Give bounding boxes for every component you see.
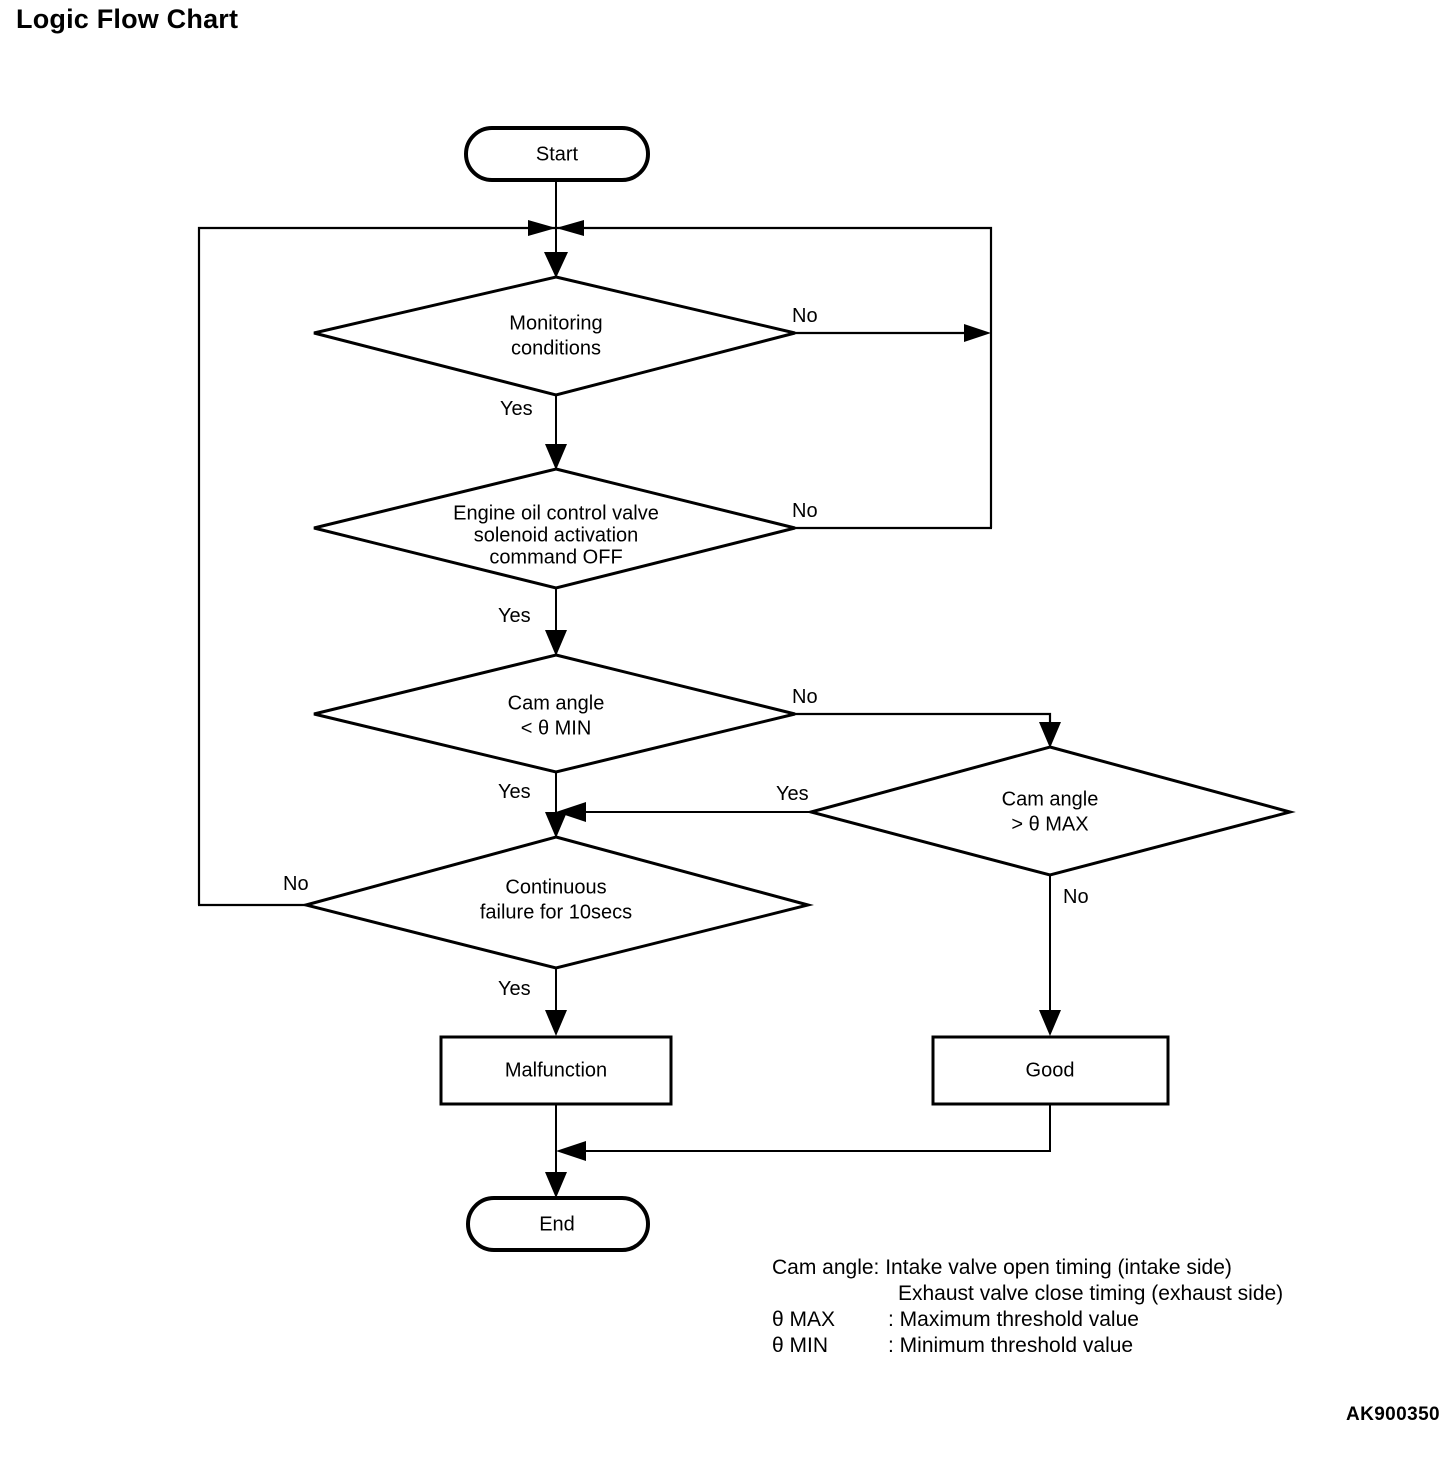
legend-theta-max-desc: : Maximum threshold value	[888, 1308, 1139, 1331]
node-end: End	[466, 1196, 650, 1252]
node-solenoid-line2: solenoid activation	[474, 524, 639, 546]
branch-label-cam-min-yes: Yes	[498, 781, 531, 803]
arrowhead-cam-min-no	[1039, 722, 1061, 748]
node-continuous-line1: Continuous	[505, 876, 606, 898]
arrowhead-monitoring-no	[964, 324, 991, 342]
arrowhead-continuous-yes	[545, 1010, 567, 1036]
logic-flow-chart-diagram: Start Monitoring conditions No Yes Engin…	[197, 126, 1296, 1357]
artwork-code: AK900350	[1345, 1404, 1440, 1425]
node-monitoring-line1: Monitoring	[509, 312, 602, 334]
legend-theta-min-desc: : Minimum threshold value	[888, 1334, 1133, 1357]
node-cam-angle-min: Cam angle < θ MIN	[313, 653, 796, 774]
arrowhead-end	[545, 1172, 567, 1198]
node-solenoid-line3: command OFF	[489, 546, 622, 568]
node-end-label: End	[539, 1213, 575, 1235]
node-cam-max-line2: > θ MAX	[1011, 813, 1088, 835]
node-good: Good	[931, 1035, 1170, 1106]
page-title: Logic Flow Chart	[16, 4, 239, 34]
node-solenoid-command-off: Engine oil control valve solenoid activa…	[313, 467, 796, 590]
arrowhead-left-rail	[528, 220, 556, 236]
branch-label-cam-min-no: No	[792, 686, 818, 708]
node-continuous-line2: failure for 10secs	[480, 901, 632, 923]
node-continuous-failure: Continuous failure for 10secs	[300, 835, 814, 970]
legend-theta-max-term: θ MAX	[772, 1308, 835, 1331]
node-cam-min-line1: Cam angle	[508, 692, 605, 714]
legend-line-1: Cam angle: Intake valve open timing (int…	[772, 1256, 1232, 1279]
legend-theta-min-term: θ MIN	[772, 1334, 828, 1357]
arrowhead-solenoid-yes	[545, 630, 567, 656]
node-good-label: Good	[1026, 1059, 1075, 1081]
legend: Cam angle: Intake valve open timing (int…	[772, 1256, 1283, 1357]
branch-label-cam-max-yes: Yes	[776, 783, 809, 805]
arrowhead-monitoring-yes	[545, 444, 567, 470]
branch-label-cam-max-no: No	[1063, 886, 1089, 908]
node-malfunction-label: Malfunction	[505, 1059, 607, 1081]
edge-good-to-end	[572, 1104, 1051, 1152]
branch-label-solenoid-yes: Yes	[498, 605, 531, 627]
edge-cam-min-no	[795, 712, 1052, 738]
node-start: Start	[464, 126, 650, 182]
legend-line-2: Exhaust valve close timing (exhaust side…	[898, 1282, 1283, 1305]
node-solenoid-line1: Engine oil control valve	[453, 502, 659, 524]
node-cam-angle-max: Cam angle > θ MAX	[805, 745, 1296, 877]
arrowhead-good-merge	[556, 1141, 586, 1161]
arrowhead-cam-max-no	[1039, 1010, 1061, 1036]
arrowhead-cam-max-yes	[556, 802, 586, 822]
branch-label-continuous-yes: Yes	[498, 978, 531, 1000]
edge-right-rail	[556, 226, 993, 528]
arrowhead-cam-min-yes	[545, 812, 567, 838]
node-start-label: Start	[536, 143, 579, 165]
arrowhead-junction-down	[544, 252, 568, 278]
branch-label-solenoid-no: No	[792, 500, 818, 522]
node-cam-max-line1: Cam angle	[1002, 788, 1099, 810]
node-malfunction: Malfunction	[439, 1035, 673, 1106]
branch-label-continuous-no: No	[283, 873, 309, 895]
node-monitoring-conditions: Monitoring conditions	[313, 275, 796, 397]
branch-label-monitoring-yes: Yes	[500, 398, 533, 420]
node-cam-min-line2: < θ MIN	[521, 717, 592, 739]
arrowhead-right-rail	[556, 220, 584, 236]
edge-continuous-no-rail	[197, 226, 556, 905]
node-monitoring-line2: conditions	[511, 337, 601, 359]
branch-label-monitoring-no: No	[792, 305, 818, 327]
